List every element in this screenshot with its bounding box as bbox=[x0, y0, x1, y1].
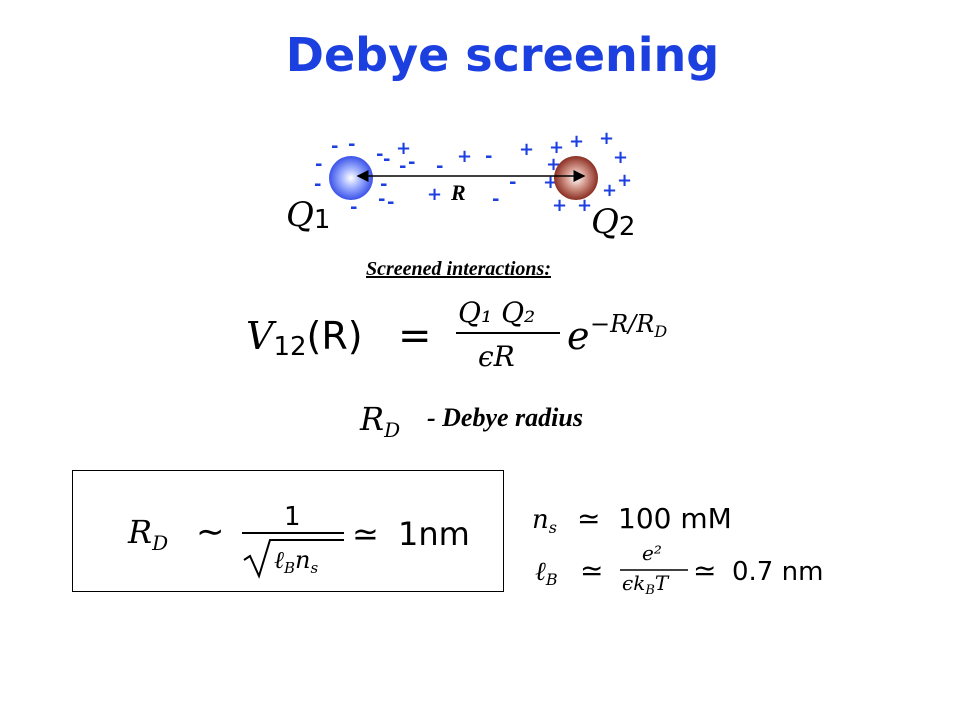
bjerrum-approx: ≃ bbox=[580, 554, 603, 587]
ion-cloud: ----------------++++++++++++++ bbox=[314, 128, 632, 218]
concentration-value: 100 mM bbox=[618, 502, 732, 535]
potential-exp-base: e bbox=[567, 314, 590, 358]
sqrt-sign bbox=[243, 539, 344, 579]
boxed-value: 1nm bbox=[398, 515, 470, 553]
positive-ion: + bbox=[617, 170, 632, 191]
negative-ion: - bbox=[485, 146, 492, 167]
positive-ion: + bbox=[613, 147, 628, 168]
negative-ion: - bbox=[331, 136, 338, 157]
bjerrum-value: 0.7 nm bbox=[732, 557, 823, 587]
bjerrum-denominator: ϵkBT bbox=[622, 571, 670, 598]
positive-ion: + bbox=[427, 184, 442, 205]
separation-label: R bbox=[450, 180, 466, 205]
debye-radius-label: - Debye radius bbox=[427, 403, 583, 432]
potential-exponent: −R/RD bbox=[590, 310, 667, 341]
subtitle: Screened interactions: bbox=[366, 258, 551, 280]
bjerrum-equation: ℓB ≃ e² ϵkBT ≃ 0.7 nm bbox=[535, 541, 823, 598]
boxed-formula: RD ∼ 1 ℓBns ≃ 1nm bbox=[127, 502, 470, 579]
positive-ion: + bbox=[599, 128, 614, 149]
charge1-label: Q1 bbox=[286, 195, 330, 235]
boxed-radicand: ℓBns bbox=[274, 546, 319, 577]
boxed-approx: ≃ bbox=[352, 515, 379, 553]
positive-ion: + bbox=[577, 195, 592, 216]
negative-ion: - bbox=[378, 189, 385, 210]
negative-ion: - bbox=[408, 152, 415, 173]
negative-charge-sphere bbox=[329, 156, 373, 200]
negative-ion: - bbox=[350, 197, 357, 218]
slide-title: Debye screening bbox=[285, 28, 720, 82]
negative-ion: - bbox=[376, 144, 383, 165]
boxed-lhs: RD bbox=[127, 513, 168, 555]
potential-numerator: Q₁ Q₂ bbox=[458, 296, 535, 329]
concentration-approx: ≃ bbox=[577, 502, 600, 535]
debye-symbol: RD bbox=[359, 400, 400, 442]
potential-equals: = bbox=[398, 313, 432, 359]
bjerrum-symbol: ℓB bbox=[535, 557, 558, 589]
boxed-sim: ∼ bbox=[196, 512, 225, 552]
positive-ion: + bbox=[396, 138, 411, 159]
concentration-symbol: ns bbox=[532, 505, 557, 537]
negative-ion: - bbox=[315, 154, 322, 175]
charge2-label: Q2 bbox=[591, 202, 635, 242]
negative-ion: - bbox=[492, 189, 499, 210]
negative-ion: - bbox=[383, 149, 390, 170]
negative-ion: - bbox=[348, 134, 355, 155]
potential-denominator: ϵR bbox=[478, 340, 515, 373]
positive-charge-sphere bbox=[554, 156, 598, 200]
bjerrum-numerator: e² bbox=[642, 541, 662, 565]
bjerrum-approx2: ≃ bbox=[693, 554, 716, 587]
concentration-equation: ns ≃ 100 mM bbox=[532, 502, 732, 537]
negative-ion: - bbox=[380, 174, 387, 195]
negative-ion: - bbox=[509, 172, 516, 193]
positive-ion: + bbox=[552, 195, 567, 216]
negative-ion: - bbox=[314, 174, 321, 195]
positive-ion: + bbox=[457, 146, 472, 167]
formula-box bbox=[72, 470, 504, 592]
potential-equation: V12(R) = Q₁ Q₂ ϵR e −R/RD bbox=[246, 296, 667, 373]
potential-lhs: V12(R) bbox=[246, 314, 363, 362]
positive-ion: + bbox=[549, 137, 564, 158]
boxed-numerator: 1 bbox=[284, 502, 301, 532]
negative-ion: - bbox=[436, 156, 443, 177]
positive-ion: + bbox=[519, 139, 534, 160]
negative-ion: - bbox=[387, 192, 394, 213]
positive-ion: + bbox=[569, 131, 584, 152]
negative-ion: - bbox=[399, 156, 406, 177]
positive-ion: + bbox=[602, 180, 617, 201]
